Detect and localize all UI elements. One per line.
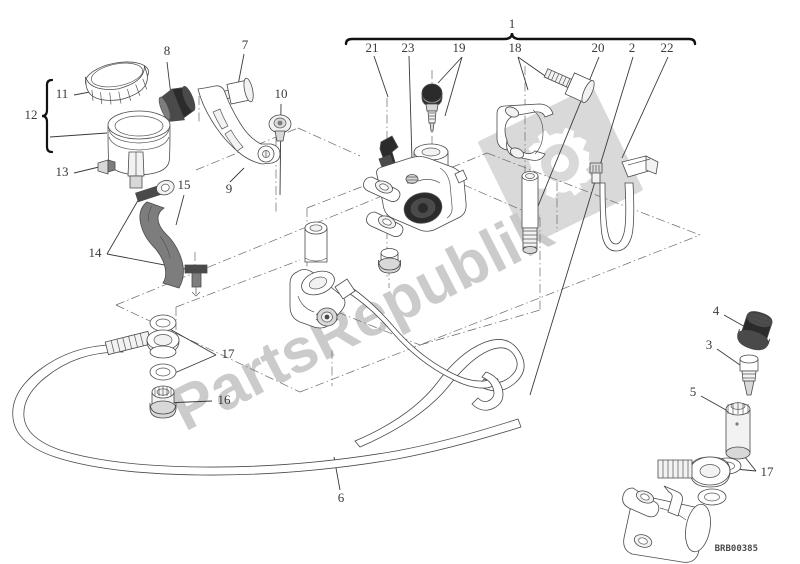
callout-label-5: 5: [690, 384, 697, 399]
clutch-lever: [289, 221, 504, 411]
mc-body: [363, 156, 468, 237]
callout-label-22: 22: [661, 40, 674, 55]
part-14-hose-clamp-lower: [184, 264, 208, 297]
callout-label-9: 9: [226, 181, 233, 196]
hose-banjo-head-right: [657, 456, 731, 488]
part-18-clamp-bolt: [543, 68, 595, 104]
callout-label-17-right: 17: [761, 464, 775, 479]
callout-label-4: 4: [713, 303, 720, 318]
callout-label-19: 19: [453, 40, 466, 55]
part-15-reservoir-hose: [139, 201, 184, 289]
part-18-handlebar-clamp: [496, 103, 554, 161]
slave-cylinder-body: [622, 485, 711, 563]
part-13-reservoir-clamp: [97, 159, 116, 175]
callout-label-14: 14: [89, 245, 103, 260]
part-22-switch-connector: [621, 155, 659, 178]
callout-labels: 21 23 19 18 20 2 22 8 7 11 10 13 9 15 14…: [56, 37, 775, 505]
part-17-washer-upper-left: [149, 314, 177, 332]
part-20-pivot-screw: [521, 171, 539, 254]
part-17-washer-lower-right: [697, 488, 727, 506]
part-4-bleed-nipple-cap: [737, 311, 773, 351]
callout-label-1: 1: [509, 16, 516, 31]
part-9-reservoir-bracket: [197, 85, 281, 165]
callout-label-2: 2: [629, 40, 636, 55]
part-3-bleed-nipple: [739, 354, 759, 396]
callout-label-12: 12: [25, 107, 38, 122]
gear-icon: [528, 127, 592, 199]
part-14-hose-clamp-upper: [135, 180, 175, 203]
mc-reservoir-plug: [378, 248, 401, 274]
callout-label-10: 10: [275, 86, 288, 101]
callout-label-11: 11: [56, 86, 69, 101]
callout-label-20: 20: [592, 40, 605, 55]
part-6-banjo-head-left: [146, 329, 180, 359]
callout-label-15: 15: [178, 177, 191, 192]
part-12-fluid-reservoir: [107, 110, 171, 189]
part-17-washer-lower-left: [149, 363, 177, 381]
callout-label-23: 23: [402, 40, 415, 55]
lever-adjuster-knob: [315, 307, 339, 327]
callout-label-17-left: 17: [222, 346, 236, 361]
part-2-clutch-switch-wiring: [589, 162, 635, 252]
callout-label-16: 16: [218, 392, 232, 407]
part-5-banjo-bolt: [725, 402, 751, 460]
part-8-rubber-grommet: [158, 86, 196, 122]
callout-label-18: 18: [509, 40, 522, 55]
part-10-bracket-screw: [268, 114, 292, 142]
part-16-union-bolt: [149, 385, 177, 419]
diagram-code: BRB00385: [715, 544, 758, 554]
group-bracket-12: [41, 78, 54, 154]
master-cylinder-assembly: [289, 68, 659, 411]
callout-label-21: 21: [366, 40, 379, 55]
part-19-clutch-switch: [421, 83, 443, 132]
callout-label-3: 3: [706, 337, 713, 352]
callout-label-6: 6: [338, 490, 345, 505]
group-bracket-1: [344, 32, 697, 46]
slave-cylinder-group: [622, 311, 773, 563]
part-11-reservoir-cap: [85, 61, 149, 105]
callout-label-13: 13: [56, 164, 69, 179]
callout-label-7: 7: [242, 37, 249, 52]
callout-label-8: 8: [164, 43, 171, 58]
part-23-adjuster-screw: [405, 174, 419, 184]
